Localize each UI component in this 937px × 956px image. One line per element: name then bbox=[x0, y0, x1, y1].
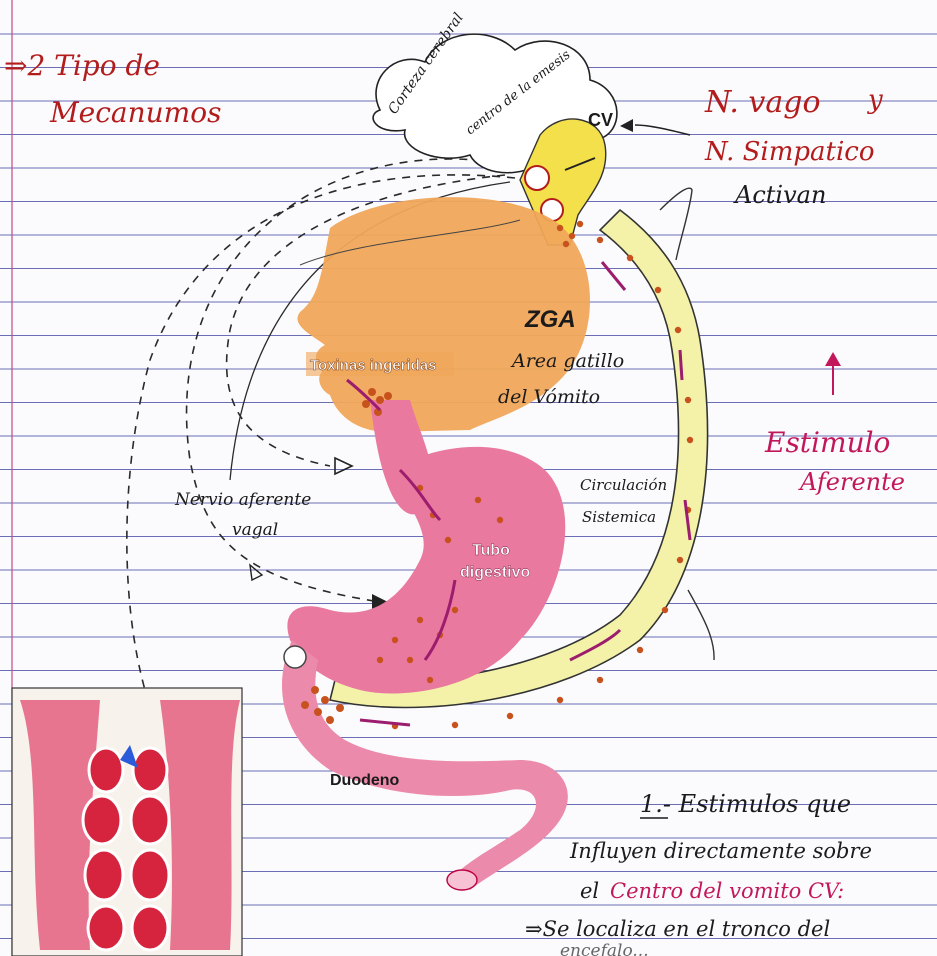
note-simpatico: N. Simpatico bbox=[704, 137, 875, 167]
vessel-branch-bottom bbox=[688, 590, 714, 660]
nerve-arrowhead bbox=[620, 119, 633, 132]
toxin-dot bbox=[507, 713, 513, 719]
toxin-dot bbox=[687, 437, 693, 443]
toxin-dot bbox=[597, 677, 603, 683]
label-zga: ZGA bbox=[524, 306, 576, 333]
flow-arrow-4 bbox=[360, 720, 410, 725]
toxin-dot bbox=[475, 497, 481, 503]
toxin-dot bbox=[677, 557, 683, 563]
toxin-dot bbox=[452, 607, 458, 613]
toxin-dot bbox=[655, 287, 661, 293]
label-circ-1: Circulación bbox=[580, 476, 667, 494]
label-circ-2: Sistemica bbox=[582, 508, 656, 526]
toxin-dot bbox=[452, 722, 458, 728]
label-nervio-2: vagal bbox=[232, 520, 278, 540]
toxin-dot bbox=[417, 617, 423, 623]
label-duodeno: Duodeno bbox=[330, 772, 400, 789]
toxin-dot bbox=[563, 241, 569, 247]
label-area-2: del Vómito bbox=[498, 386, 600, 408]
intestine-inset bbox=[12, 688, 242, 956]
toxin-dot bbox=[662, 607, 668, 613]
bottom-line-3a: el bbox=[580, 879, 599, 903]
label-area-1: Area gatillo bbox=[510, 350, 624, 372]
toxin-dot bbox=[407, 657, 413, 663]
note-vago: N. vago bbox=[704, 85, 821, 120]
bottom-line-2: Influyen directamente sobre bbox=[569, 839, 872, 863]
toxin-dot bbox=[376, 396, 384, 404]
toxin-dot bbox=[577, 221, 583, 227]
header-notes: ⇒2 Tipo de Mecanumos bbox=[4, 49, 221, 129]
note-activan: Activan bbox=[733, 181, 826, 209]
label-tubo-2: digestivo bbox=[460, 564, 530, 581]
toxin-dot bbox=[321, 696, 329, 704]
stimulus-arrowhead bbox=[825, 352, 841, 366]
toxin-dot bbox=[311, 686, 319, 694]
toxin-dot bbox=[557, 697, 563, 703]
flow-arrow-7 bbox=[680, 350, 682, 380]
toxin-dot bbox=[384, 392, 392, 400]
toxin-dot bbox=[497, 517, 503, 523]
note-estimulo: Estimulo bbox=[764, 426, 890, 459]
label-nervio-1: Nervio aferente bbox=[174, 490, 311, 510]
cloud-label-cv: CV bbox=[588, 110, 613, 130]
bottom-note: 1.- Estimulos que Influyen directamente … bbox=[525, 790, 872, 956]
bottom-line-1: 1.- Estimulos que bbox=[640, 790, 851, 818]
bottom-line-4: ⇒Se localiza en el tronco del bbox=[525, 917, 830, 941]
inset-wall-right bbox=[160, 700, 240, 950]
right-notes: N. vago y N. Simpatico Activan Estimulo … bbox=[704, 85, 905, 496]
note-y: y bbox=[867, 85, 883, 115]
bottom-line-5: encefalo... bbox=[560, 941, 649, 956]
cv-circle-1 bbox=[525, 166, 549, 190]
toxin-dot bbox=[675, 327, 681, 333]
flow-arrow-8 bbox=[602, 262, 625, 290]
vessel-branch-top bbox=[660, 188, 692, 260]
toxin-dot bbox=[301, 701, 309, 709]
toxin-dot bbox=[569, 233, 575, 239]
toxin-dot bbox=[377, 657, 383, 663]
toxin-dot bbox=[637, 647, 643, 653]
header-line-2: Mecanumos bbox=[49, 96, 221, 129]
header-line-1: ⇒2 Tipo de bbox=[4, 49, 160, 82]
toxin-dot bbox=[685, 397, 691, 403]
arrowhead-toxins bbox=[335, 458, 352, 474]
label-tubo-1: Tubo bbox=[472, 542, 510, 559]
toxin-dot bbox=[314, 708, 322, 716]
toxin-dot bbox=[368, 388, 376, 396]
note-aferente: Aferente bbox=[798, 468, 905, 496]
toxin-dot bbox=[326, 716, 334, 724]
toxin-dot bbox=[445, 537, 451, 543]
nerve-arrow bbox=[635, 125, 690, 135]
toxin-dot bbox=[336, 704, 344, 712]
toxin-dot bbox=[427, 677, 433, 683]
bottom-line-3b: Centro del vomito CV: bbox=[610, 879, 844, 903]
toxin-dot bbox=[627, 255, 633, 261]
toxin-dot bbox=[557, 225, 563, 231]
toxin-dot bbox=[362, 400, 370, 408]
toxin-dot bbox=[392, 637, 398, 643]
duodenum-receptor bbox=[284, 646, 306, 668]
intestine-opening bbox=[447, 870, 477, 890]
toxin-dot bbox=[597, 237, 603, 243]
label-toxinas: Toxinas ingeridas bbox=[310, 357, 436, 374]
